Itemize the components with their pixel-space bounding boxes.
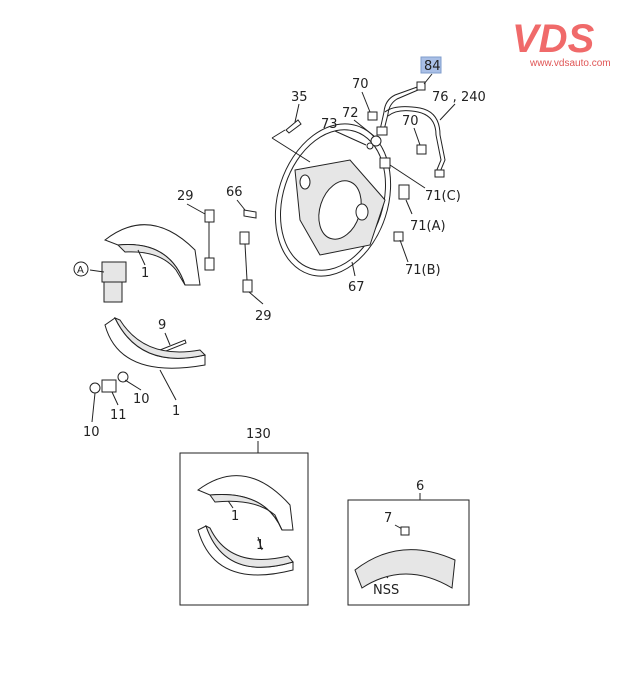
kit-box-130 [179, 452, 309, 606]
callout-73[interactable]: 73 [321, 117, 338, 132]
callout-7[interactable]: 7 [384, 511, 392, 526]
spring-29a-bottom [204, 257, 215, 271]
nut-72 [370, 135, 382, 147]
callout-70-b[interactable]: 70 [402, 114, 419, 129]
spring-29a-top [204, 209, 215, 223]
callout-29-b[interactable]: 29 [255, 309, 272, 324]
callout-71b[interactable]: 71(B) [405, 263, 441, 278]
callout-1-d[interactable]: 1 [256, 538, 264, 553]
nut-70a [367, 111, 378, 121]
callout-29[interactable]: 29 [177, 189, 194, 204]
backing-plate [274, 123, 392, 277]
pipe-fitting [416, 81, 426, 91]
spring-29b-top [239, 231, 250, 245]
washer-73 [366, 142, 374, 150]
callout-76-240[interactable]: 76 , 240 [432, 90, 486, 105]
logo-url: www.vdsauto.com [529, 58, 611, 69]
callout-9[interactable]: 9 [158, 318, 166, 333]
kit-box-6 [347, 499, 470, 606]
callout-67[interactable]: 67 [348, 280, 365, 295]
callout-71a[interactable]: 71(A) [410, 219, 446, 234]
clip-71a [398, 184, 410, 200]
callout-10[interactable]: 10 [133, 392, 150, 407]
callout-10-b[interactable]: 10 [83, 425, 100, 440]
callout-1[interactable]: 1 [141, 266, 149, 281]
callout-84[interactable]: 84 [424, 59, 441, 74]
nut-70b [416, 144, 427, 155]
brake-shoe-lower [104, 317, 206, 369]
bleeder-71c [379, 157, 391, 169]
small-parts [89, 111, 427, 394]
callout-130[interactable]: 130 [246, 427, 271, 442]
cap-71b [393, 231, 404, 242]
callout-a-circle [73, 261, 89, 277]
callout-1-c[interactable]: 1 [231, 509, 239, 524]
wheel-cylinder [101, 261, 127, 303]
callout-11[interactable]: 11 [110, 408, 127, 423]
callout-nss[interactable]: NSS [373, 583, 399, 598]
pin-66 [243, 209, 257, 219]
callout-1-b[interactable]: 1 [172, 404, 180, 419]
callout-70[interactable]: 70 [352, 77, 369, 92]
highlight-box[interactable] [420, 56, 442, 74]
brake-shoe-upper [103, 224, 201, 286]
callout-35[interactable]: 35 [291, 90, 308, 105]
logo-text: VDS [512, 17, 595, 61]
callout-a[interactable]: A [77, 265, 84, 276]
vds-logo: VDS www.vdsauto.com [512, 17, 611, 69]
callout-66[interactable]: 66 [226, 185, 243, 200]
brake-pipe [376, 81, 446, 178]
bolt-35 [285, 119, 302, 134]
callout-72[interactable]: 72 [342, 106, 359, 121]
callout-71c[interactable]: 71(C) [425, 189, 461, 204]
spring-29b-bottom [242, 279, 253, 293]
callout-6[interactable]: 6 [416, 479, 424, 494]
